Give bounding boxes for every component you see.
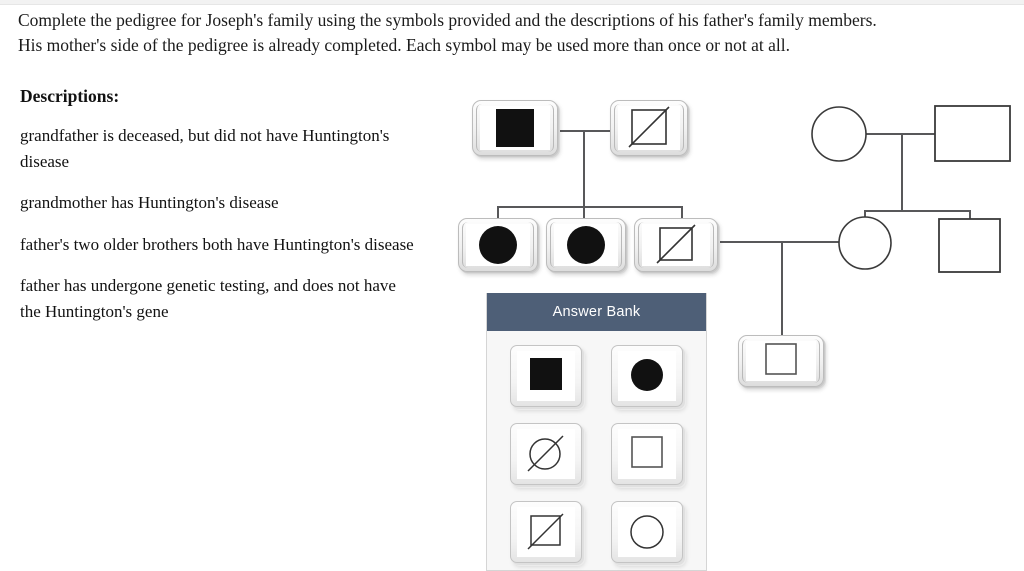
answer-bank-title: Answer Bank (487, 293, 706, 331)
sibling-drop-line-2 (583, 206, 585, 222)
maternal-descent-line (901, 133, 903, 211)
tile-face (516, 507, 575, 557)
dropzone-inner (642, 224, 710, 266)
maternal-sibship-line (864, 210, 971, 212)
answer-tile-filled-circle[interactable] (611, 345, 684, 407)
tile-face (618, 507, 677, 557)
dropzone-father[interactable] (634, 218, 718, 272)
description-item-1: grandmother has Huntington's disease (20, 193, 279, 212)
answer-tile-square-slash[interactable] (509, 501, 582, 563)
answer-tile-open-circle[interactable] (611, 501, 684, 563)
instructions-block: Complete the pedigree for Joseph's famil… (18, 8, 1008, 59)
maternal-uncle-drop-line (969, 210, 971, 220)
instructions-line-2: His mother's side of the pedigree is alr… (18, 35, 790, 56)
dropzone-paternal-grandfather[interactable] (610, 100, 688, 156)
square-slash-icon (527, 513, 564, 550)
circle-slash-icon (527, 435, 564, 472)
square-slash-icon (656, 224, 696, 264)
dropzone-paternal-uncle-1[interactable] (458, 218, 538, 272)
filled-square-icon (529, 358, 562, 390)
sibling-drop-line-3 (681, 206, 683, 222)
tile-face (618, 429, 677, 479)
dropzone-joseph[interactable] (738, 335, 824, 387)
dropzone-inner (746, 341, 816, 381)
parents-marriage-line (718, 241, 840, 243)
answer-bank-panel: Answer Bank (486, 293, 707, 571)
filled-circle-icon (479, 226, 517, 264)
open-circle-icon (630, 515, 664, 549)
top-border-strip (0, 0, 1024, 5)
dropzone-paternal-uncle-2[interactable] (546, 218, 626, 272)
open-circle-icon (811, 106, 867, 162)
dropzone-paternal-grandmother[interactable] (472, 100, 558, 156)
description-item-0: grandfather is deceased, but did not hav… (20, 126, 390, 171)
answer-bank-grid (487, 331, 706, 571)
paternal-sibship-line (497, 206, 683, 208)
description-item-2: father's two older brothers both have Hu… (20, 234, 414, 254)
paternal-descent-line (583, 130, 585, 208)
open-square-icon (938, 218, 1001, 273)
tile-face (516, 429, 575, 479)
open-circle-icon (838, 216, 892, 270)
dropzone-inner (554, 224, 618, 266)
joseph-descent-line (781, 241, 783, 335)
open-square-icon (765, 343, 797, 375)
filled-circle-icon (631, 359, 664, 391)
dropzone-inner (618, 106, 680, 150)
descriptions-title: Descriptions: (20, 86, 120, 106)
square-slash-icon (628, 106, 670, 148)
answer-tile-open-square[interactable] (611, 423, 684, 485)
instructions-line-1: Complete the pedigree for Joseph's famil… (18, 10, 877, 30)
dropzone-inner (466, 224, 530, 266)
filled-circle-icon (567, 226, 605, 264)
descriptions-block: Descriptions: grandfather is deceased, b… (20, 86, 440, 340)
description-item-3: father has undergone genetic testing, an… (20, 276, 396, 321)
sibling-drop-line-1 (497, 206, 499, 222)
open-square-icon (934, 105, 1011, 162)
answer-tile-filled-square[interactable] (509, 345, 582, 407)
tile-face (516, 351, 575, 401)
open-square-icon (631, 436, 664, 468)
dropzone-inner (480, 106, 550, 150)
answer-tile-circle-slash[interactable] (509, 423, 582, 485)
tile-face (618, 351, 677, 401)
filled-square-icon (496, 109, 534, 147)
mother-drop-line (864, 210, 866, 218)
